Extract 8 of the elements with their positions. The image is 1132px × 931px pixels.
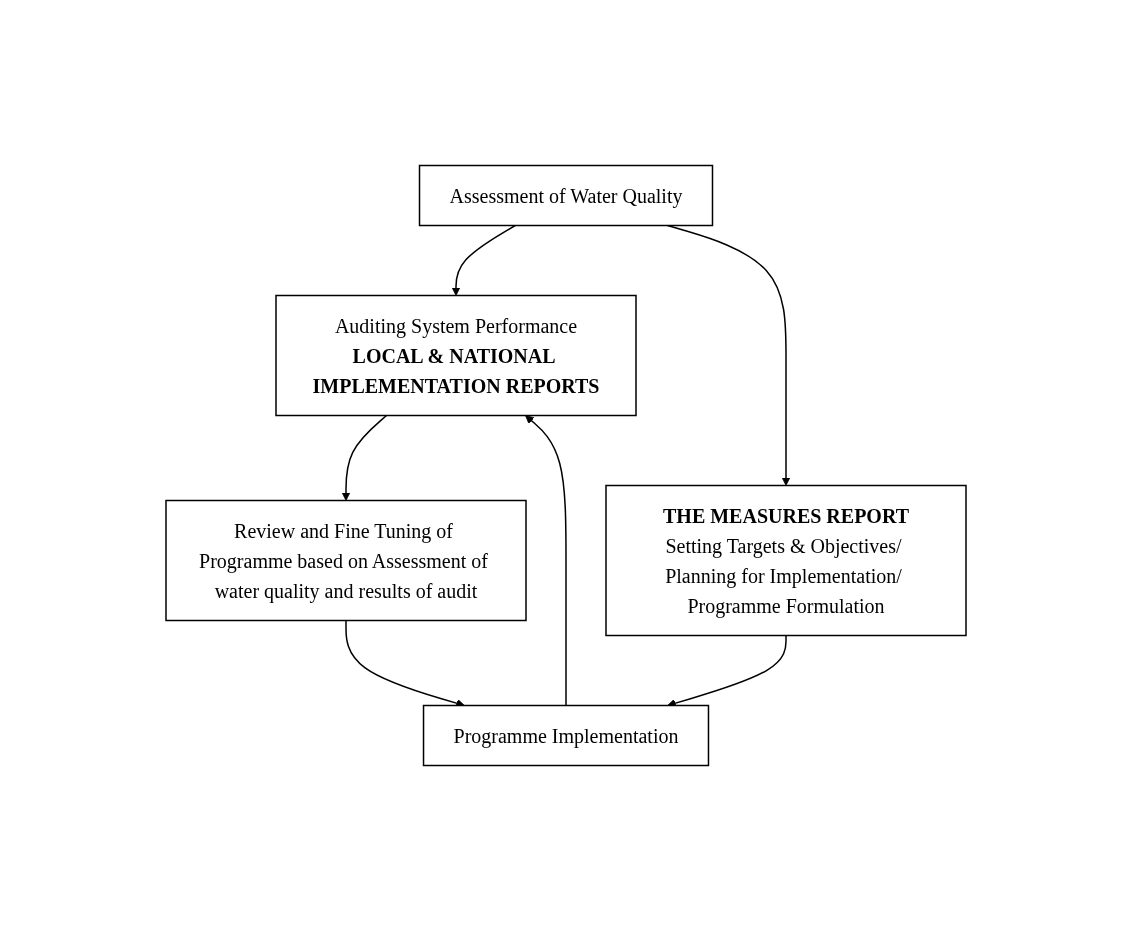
node-box: THE MEASURES REPORT Setting Targets & Objectives/ Planning for Implementation/ Programme Formulation xyxy=(605,484,967,637)
node-box: Auditing System Performance LOCAL & NATIONAL IMPLEMENTATION REPORTS xyxy=(275,294,637,417)
arrow xyxy=(341,414,388,501)
arrow xyxy=(525,415,567,707)
node-box: Programme Implementation xyxy=(422,704,710,767)
node-box: Assessment of Water Quality xyxy=(418,164,714,227)
node-box: Review and Fine Tuning of Programme based on Assessment of water quality and results of audit xyxy=(165,499,527,622)
arrow xyxy=(451,224,516,296)
